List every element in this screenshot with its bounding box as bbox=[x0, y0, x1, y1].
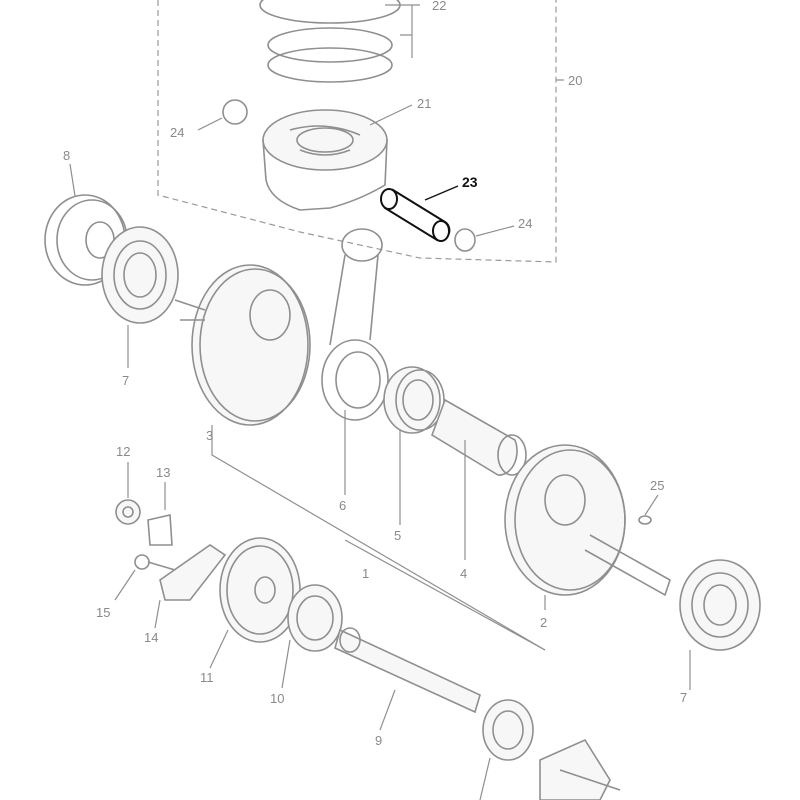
callout-11: 11 bbox=[200, 670, 214, 685]
circlip-right bbox=[454, 225, 515, 252]
callout-1: 1 bbox=[362, 566, 369, 581]
crank-web-left bbox=[174, 264, 546, 651]
callout-25: 25 bbox=[650, 478, 664, 493]
piston-rings bbox=[259, 0, 420, 83]
callout-12: 12 bbox=[116, 444, 130, 459]
balancer-shaft bbox=[334, 627, 481, 731]
callout-14: 14 bbox=[144, 630, 158, 645]
connecting-rod bbox=[321, 228, 389, 495]
balancer-weight bbox=[154, 544, 227, 629]
callout-7-upper: 7 bbox=[122, 373, 129, 388]
nut bbox=[115, 462, 141, 525]
callout-7-lower: 7 bbox=[680, 690, 687, 705]
callout-13: 13 bbox=[156, 465, 170, 480]
callout-24-left: 24 bbox=[170, 125, 184, 140]
piston bbox=[262, 104, 413, 211]
crank-web-right bbox=[504, 444, 671, 610]
bearing-shaft-end bbox=[479, 699, 534, 800]
callout-15: 15 bbox=[96, 605, 110, 620]
callout-3: 3 bbox=[206, 428, 213, 443]
bolt bbox=[114, 554, 176, 601]
circlip-left bbox=[197, 99, 248, 131]
callout-8: 8 bbox=[63, 148, 70, 163]
callout-6: 6 bbox=[339, 498, 346, 513]
callout-24-right: 24 bbox=[518, 216, 532, 231]
callout-9: 9 bbox=[375, 733, 382, 748]
callout-10: 10 bbox=[270, 691, 284, 706]
piston-group-outline bbox=[157, 0, 557, 263]
callout-23: 23 bbox=[462, 174, 478, 190]
callout-4: 4 bbox=[460, 566, 467, 581]
crank-pin bbox=[431, 398, 527, 560]
callout-21: 21 bbox=[417, 96, 431, 111]
piston-pin bbox=[380, 185, 459, 242]
woodruff-key bbox=[638, 494, 659, 525]
callout-5: 5 bbox=[394, 528, 401, 543]
callout-2: 2 bbox=[540, 615, 547, 630]
leader-1 bbox=[344, 539, 546, 651]
bearing-10 bbox=[281, 584, 343, 689]
bearing-7-lower bbox=[679, 559, 761, 690]
callout-20: 20 bbox=[568, 73, 582, 88]
callout-22: 22 bbox=[432, 0, 446, 13]
needle-bearing bbox=[383, 366, 445, 525]
bearing-7-upper bbox=[101, 226, 179, 368]
counterweight-lower bbox=[539, 738, 621, 800]
lock-washer bbox=[147, 482, 173, 546]
